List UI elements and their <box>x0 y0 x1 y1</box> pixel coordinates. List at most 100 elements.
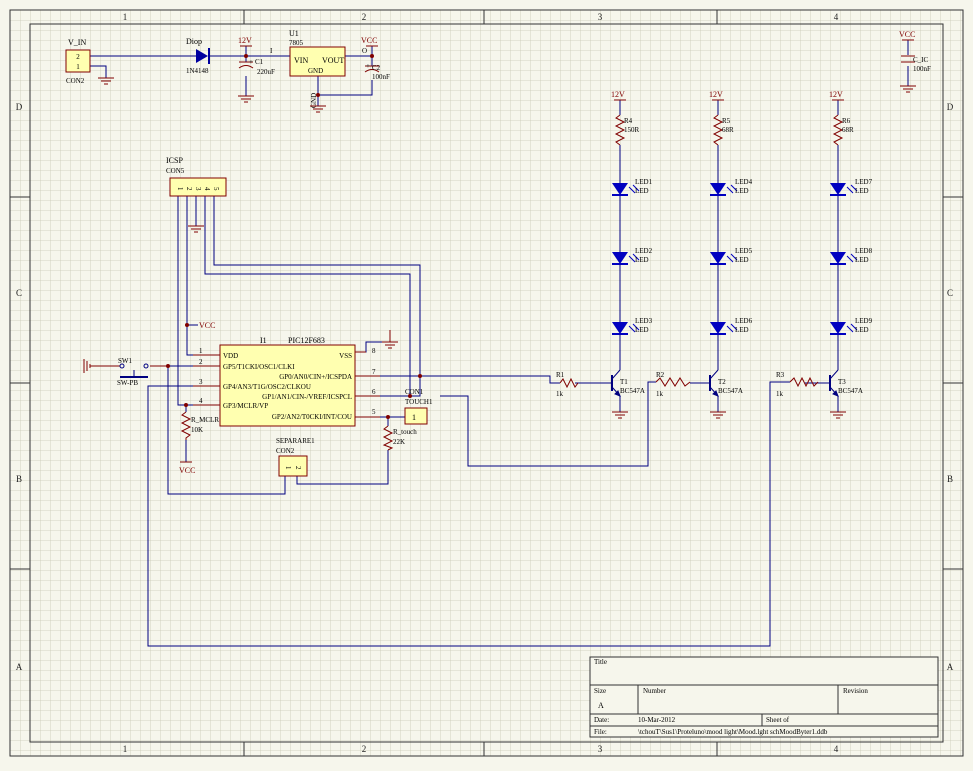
part-value: BC547A <box>838 387 863 395</box>
designator: T3 <box>838 378 846 386</box>
led-led6: LED6 LED <box>710 317 753 335</box>
led-led1: LED1 LED <box>612 178 653 196</box>
date-value: 10-Mar-2012 <box>638 716 676 724</box>
pin-number: 6 <box>372 388 376 396</box>
designator: I1 <box>260 336 267 345</box>
pin-label: GND <box>310 93 318 108</box>
push-button-sw1: SW1 SW-PB <box>83 357 168 387</box>
designator: R4 <box>624 117 633 125</box>
part-value: SW-PB <box>117 379 138 387</box>
designator: R_MCLR <box>191 416 219 424</box>
led-led2: LED2 LED <box>612 247 653 265</box>
pin-label: 1 <box>176 187 184 191</box>
designator: LED6 <box>735 317 753 325</box>
part-value: 10K <box>191 426 203 434</box>
pin-number: O <box>362 47 367 55</box>
designator: ICSP <box>166 156 183 165</box>
ground-symbol <box>900 85 916 93</box>
pin-number: 2 <box>199 358 203 366</box>
ground-symbol <box>382 330 398 349</box>
pin-label: 5 <box>212 187 220 191</box>
power-port-12v: 12V <box>238 36 252 47</box>
capacitor-c-ic: C_IC 100nF <box>901 55 931 73</box>
pin-label: 2 <box>76 53 80 61</box>
resistor-r2: R2 1k <box>655 371 691 398</box>
part-value: LED <box>735 187 749 195</box>
pin-number: I <box>270 47 273 55</box>
part-value: 68R <box>722 126 734 134</box>
regulator-u1: U1 7805 VIN VOUT GND I O GND <box>270 29 367 108</box>
col-label-top: 3 <box>598 12 603 22</box>
resistor-string-3: R6 68R <box>832 114 854 146</box>
ground-symbol <box>310 105 326 113</box>
part-value: LED <box>855 187 869 195</box>
revision-label: Revision <box>843 687 868 695</box>
designator: LED4 <box>735 178 753 186</box>
part-value: 1k <box>776 390 784 398</box>
sheet-label: Sheet of <box>766 716 790 724</box>
resistor-r-mclr: R_MCLR 10K <box>180 411 219 440</box>
svg-text:+: + <box>366 62 370 70</box>
size-label: Size <box>594 687 606 695</box>
designator: LED3 <box>635 317 653 325</box>
pin-label: GP0/AN0/CIN+/ICSPDA <box>279 373 352 381</box>
pin-number: 4 <box>199 397 203 405</box>
separator-connector: SEPARARE1 CON2 1 2 <box>276 437 315 477</box>
led-led3: LED3 LED <box>612 317 653 335</box>
ground-symbol <box>238 95 254 103</box>
v-in-connector: 2 1 V_IN CON2 <box>65 38 91 85</box>
part-value: CON2 <box>66 77 85 85</box>
designator: CON1 <box>405 388 424 396</box>
power-port-12v: 12V <box>611 90 626 101</box>
designator: R_touch <box>393 428 417 436</box>
part-value: LED <box>855 256 869 264</box>
power-port-vcc: VCC <box>361 36 378 47</box>
pin-label: VDD <box>223 352 238 360</box>
part-value: BC547A <box>620 387 645 395</box>
pin-label: 1 <box>76 63 80 71</box>
svg-text:VCC: VCC <box>179 466 195 475</box>
power-port-vcc: VCC <box>179 461 195 475</box>
resistor-r1: R1 1k <box>556 371 579 398</box>
junctions <box>166 54 422 419</box>
pin-label: GP1/AN1/CIN-/VREF/ICSPCL <box>262 393 352 401</box>
part-value: LED <box>635 326 649 334</box>
microcontroller-ic: I1 PIC12F683 1 2 3 4 VDD GP5/T1CKI/OSC1/… <box>193 336 380 427</box>
title-block: Title Size A Number Revision Date: 10-Ma… <box>589 656 939 738</box>
col-label-bottom: 3 <box>598 744 603 754</box>
pin-label: GND <box>308 67 323 75</box>
pin-number: 1 <box>199 347 203 355</box>
designator: LED9 <box>855 317 873 325</box>
col-label-bottom: 1 <box>123 744 128 754</box>
resistor-string-2: R5 68R <box>712 114 734 146</box>
designator: Diop <box>186 37 202 46</box>
transistor-t3 <box>822 369 839 397</box>
part-value: 100nF <box>913 65 931 73</box>
transistor-t2 <box>702 369 719 397</box>
designator: T2 <box>718 378 726 386</box>
pin-number: 8 <box>372 347 376 355</box>
designator: LED7 <box>855 178 873 186</box>
led-led4: LED4 LED <box>710 178 753 196</box>
ground-symbol <box>98 77 114 85</box>
touch-connector: 1 CON1 TOUCH1 <box>404 388 433 425</box>
svg-text:12V: 12V <box>829 90 843 99</box>
row-label-right: D <box>947 102 954 112</box>
designator: LED5 <box>735 247 753 255</box>
part-value: CON5 <box>166 167 185 175</box>
designator: LED2 <box>635 247 653 255</box>
col-label-top: 1 <box>123 12 128 22</box>
part-value: 68R <box>842 126 854 134</box>
pin-number: 5 <box>372 408 376 416</box>
svg-text:12V: 12V <box>238 36 252 45</box>
title-label: Title <box>594 658 607 666</box>
part-value: LED <box>635 256 649 264</box>
pin-label: 1 <box>412 413 416 422</box>
pin-label: VOUT <box>322 56 344 65</box>
transistor-t1 <box>604 369 621 397</box>
part-value: LED <box>735 256 749 264</box>
row-label-left: C <box>16 288 22 298</box>
number-label: Number <box>643 687 667 695</box>
row-label-right: A <box>947 662 954 672</box>
